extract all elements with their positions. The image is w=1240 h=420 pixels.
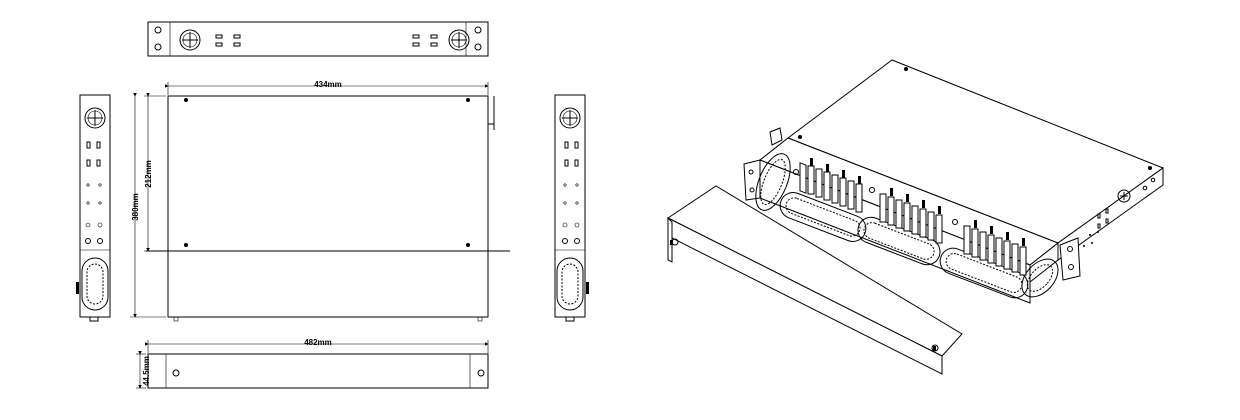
dimension-depth-total: 380mm [130,93,166,318]
adapter-group-3 [963,220,1027,276]
front-cover [667,185,963,375]
adapter-group-1 [799,158,863,213]
dimension-depth-top: 212mm [144,93,166,252]
side-gland-iso-icon [1117,189,1131,203]
left-side-view [76,94,111,322]
dimension-overall-width: 482mm [145,338,489,353]
dimension-label-depth-top: 212mm [144,160,153,188]
side-gland-left-icon [84,107,106,129]
cable-spool-iso-1-icon [755,153,791,211]
right-side-view [554,94,589,322]
cable-spool-right-icon [556,257,584,311]
rack-ear-left [743,159,761,201]
dimension-inner-width: 434mm [165,80,489,95]
top-view [146,95,510,322]
side-gland-right-icon [559,107,581,129]
rack-ear-right [1059,237,1081,281]
front-view [147,21,489,57]
dimension-label-overall-width: 482mm [304,338,332,347]
cable-spool-iso-2-icon [779,192,867,242]
dimension-label-inner-width: 434mm [314,80,342,89]
dimension-height: 44.5mm [136,351,151,389]
dimension-label-height: 44.5mm [142,356,151,386]
cable-gland-right-icon [448,29,470,51]
cable-spool-left-icon [81,257,109,311]
dimension-label-depth-total: 380mm [131,193,140,221]
isometric-view [667,59,1165,375]
bottom-front-view [147,353,489,389]
front-slots [215,34,438,47]
cable-gland-left-icon [179,29,201,51]
adapter-group-2 [879,188,943,244]
